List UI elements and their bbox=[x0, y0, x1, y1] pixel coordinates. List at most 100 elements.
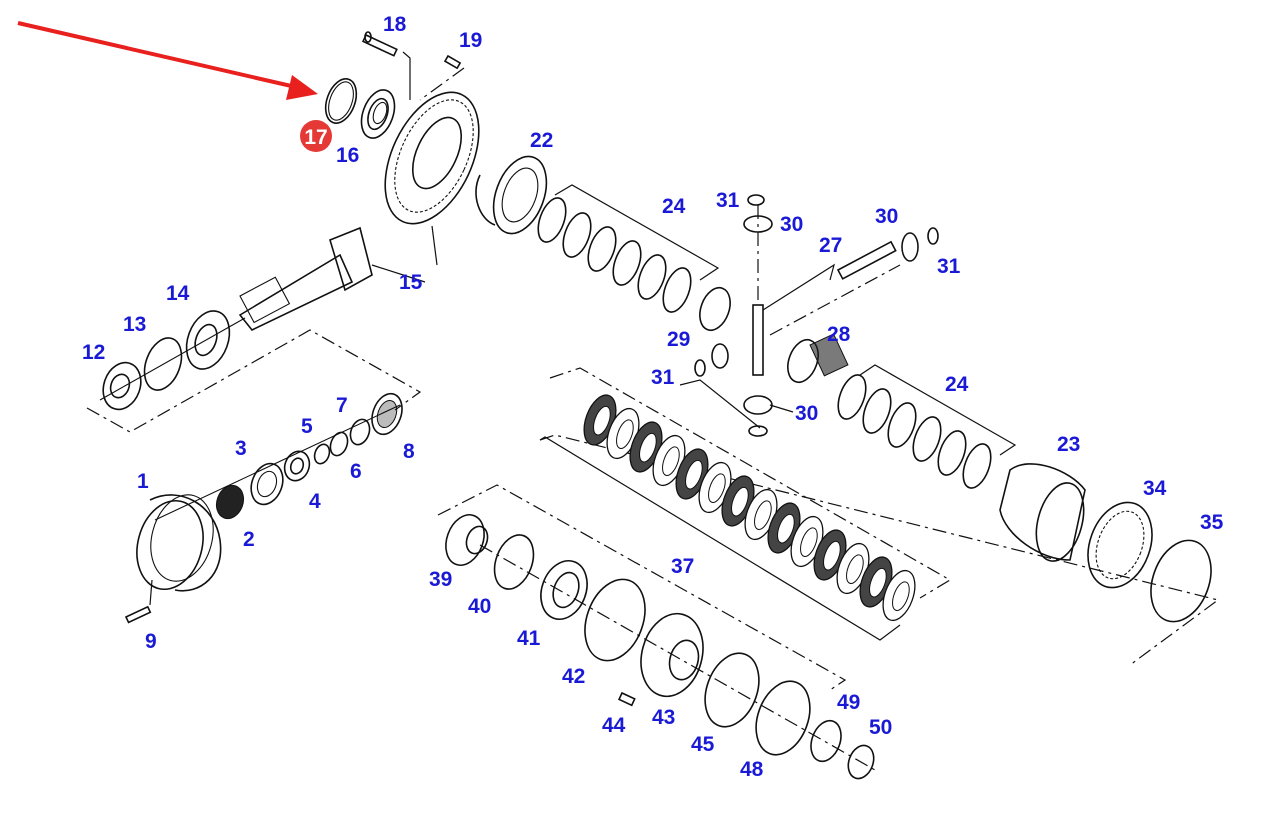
part-6-ring[interactable] bbox=[327, 430, 350, 458]
part-43-piston[interactable] bbox=[632, 607, 712, 704]
label-31-top: 31 bbox=[716, 189, 740, 212]
part-2-nut[interactable] bbox=[212, 482, 248, 523]
label-2: 2 bbox=[243, 528, 255, 551]
clutch-plate-bore bbox=[892, 581, 910, 611]
label-23: 23 bbox=[1057, 433, 1080, 456]
clutch-plate-bore bbox=[846, 554, 864, 584]
label-31-right: 31 bbox=[937, 255, 961, 278]
label-24-upper: 24 bbox=[662, 195, 686, 218]
part-24-plates-lower[interactable] bbox=[833, 364, 1017, 492]
part-49-ring[interactable] bbox=[806, 716, 847, 765]
clutch-plate-bore bbox=[869, 567, 887, 598]
label-42: 42 bbox=[562, 665, 585, 688]
part-30-pinion-top[interactable] bbox=[743, 215, 773, 233]
part-31-washer-left[interactable] bbox=[694, 359, 706, 377]
part-17-ring[interactable] bbox=[320, 75, 362, 128]
part-41-bearing[interactable] bbox=[533, 554, 595, 625]
label-34: 34 bbox=[1143, 477, 1167, 500]
part-31-washer-top[interactable] bbox=[747, 194, 765, 206]
part-15-ring-gear[interactable] bbox=[366, 78, 498, 266]
part-34-bearing[interactable] bbox=[1077, 493, 1163, 596]
label-24-lower: 24 bbox=[945, 373, 969, 396]
part-44-pin[interactable] bbox=[617, 691, 636, 707]
part-28-gear[interactable] bbox=[782, 333, 849, 386]
cross-shaft-27[interactable] bbox=[752, 205, 901, 376]
label-29: 29 bbox=[667, 328, 690, 351]
label-7: 7 bbox=[336, 394, 348, 417]
part-24-plates-upper[interactable] bbox=[533, 184, 720, 316]
part-23-hub[interactable] bbox=[999, 463, 1092, 566]
part-50-ring[interactable] bbox=[844, 742, 878, 782]
label-30-right: 30 bbox=[875, 205, 898, 228]
clutch-plate-bore bbox=[754, 500, 772, 530]
clutch-plate-bore bbox=[800, 527, 818, 557]
part-18-bolt[interactable] bbox=[361, 31, 411, 100]
part-31-washer-bottom[interactable] bbox=[748, 425, 768, 437]
label-30-top: 30 bbox=[780, 213, 803, 236]
part-30-pinion-bottom[interactable] bbox=[743, 395, 773, 415]
label-5: 5 bbox=[301, 415, 313, 438]
part-labels: 1 2 3 4 5 6 7 8 9 12 13 14 15 16 18 19 2… bbox=[82, 13, 1224, 781]
part-30-pinion-right[interactable] bbox=[901, 232, 919, 262]
pinion-shaft[interactable] bbox=[238, 226, 426, 331]
part-9-bolt[interactable] bbox=[124, 579, 153, 624]
label-41: 41 bbox=[517, 627, 541, 650]
label-37: 37 bbox=[671, 555, 694, 578]
part-35-ring[interactable] bbox=[1140, 532, 1221, 630]
part-30-pinion-left[interactable] bbox=[711, 343, 729, 369]
label-12: 12 bbox=[82, 341, 105, 364]
part-16-bearing[interactable] bbox=[355, 85, 400, 142]
label-15: 15 bbox=[399, 271, 423, 294]
label-19: 19 bbox=[459, 29, 482, 52]
label-31-left: 31 bbox=[651, 366, 675, 389]
part-13-oring[interactable] bbox=[138, 333, 188, 395]
label-17: 17 bbox=[304, 126, 327, 149]
part-4-bearing[interactable] bbox=[281, 448, 314, 484]
label-14: 14 bbox=[166, 282, 190, 305]
group-bracket-12-14 bbox=[86, 329, 422, 433]
label-35: 35 bbox=[1200, 511, 1224, 534]
label-4: 4 bbox=[309, 490, 321, 513]
part-31-washer-right[interactable] bbox=[927, 227, 939, 245]
group-bracket-23-35 bbox=[539, 434, 1220, 666]
part-45-oring[interactable] bbox=[696, 646, 769, 735]
part-1-housing[interactable] bbox=[127, 488, 222, 597]
label-8: 8 bbox=[403, 440, 415, 463]
label-27: 27 bbox=[819, 234, 842, 257]
part-3-seal[interactable] bbox=[246, 459, 289, 509]
pointer-arrow bbox=[17, 21, 318, 100]
clutch-plate-bore bbox=[685, 459, 703, 490]
part-22-carrier[interactable] bbox=[475, 149, 556, 241]
label-43: 43 bbox=[652, 706, 675, 729]
clutch-plate-bore bbox=[593, 405, 611, 436]
part-8-seal[interactable] bbox=[367, 389, 408, 438]
clutch-plate-bore bbox=[639, 432, 657, 463]
part-14-bearing[interactable] bbox=[179, 305, 237, 375]
label-39: 39 bbox=[429, 568, 452, 591]
part-37-clutch-pack[interactable] bbox=[539, 367, 952, 641]
part-19-screw[interactable] bbox=[419, 54, 465, 101]
label-6: 6 bbox=[350, 460, 362, 483]
clutch-plate-bore bbox=[823, 540, 841, 571]
part-7-ring[interactable] bbox=[347, 417, 373, 448]
label-50: 50 bbox=[869, 716, 892, 739]
part-17-highlight-badge[interactable]: 17 bbox=[300, 120, 332, 152]
part-42-snap-ring[interactable] bbox=[574, 571, 655, 669]
label-30-bottom: 30 bbox=[795, 402, 818, 425]
label-44: 44 bbox=[602, 714, 626, 737]
label-48: 48 bbox=[740, 758, 764, 781]
group-bracket-39-49 bbox=[437, 484, 847, 691]
part-40-snap-ring[interactable] bbox=[488, 530, 541, 595]
part-39-piston[interactable] bbox=[439, 509, 491, 570]
label-49: 49 bbox=[837, 691, 860, 714]
part-29-gear[interactable] bbox=[694, 284, 735, 335]
label-28: 28 bbox=[827, 323, 851, 346]
part-5-ring[interactable] bbox=[312, 442, 332, 466]
label-40: 40 bbox=[468, 595, 491, 618]
label-9: 9 bbox=[145, 630, 157, 653]
clutch-plate-bore bbox=[616, 419, 634, 449]
label-18: 18 bbox=[383, 13, 407, 36]
part-48-oring[interactable] bbox=[747, 674, 820, 763]
part-12-bearing[interactable] bbox=[97, 357, 147, 414]
